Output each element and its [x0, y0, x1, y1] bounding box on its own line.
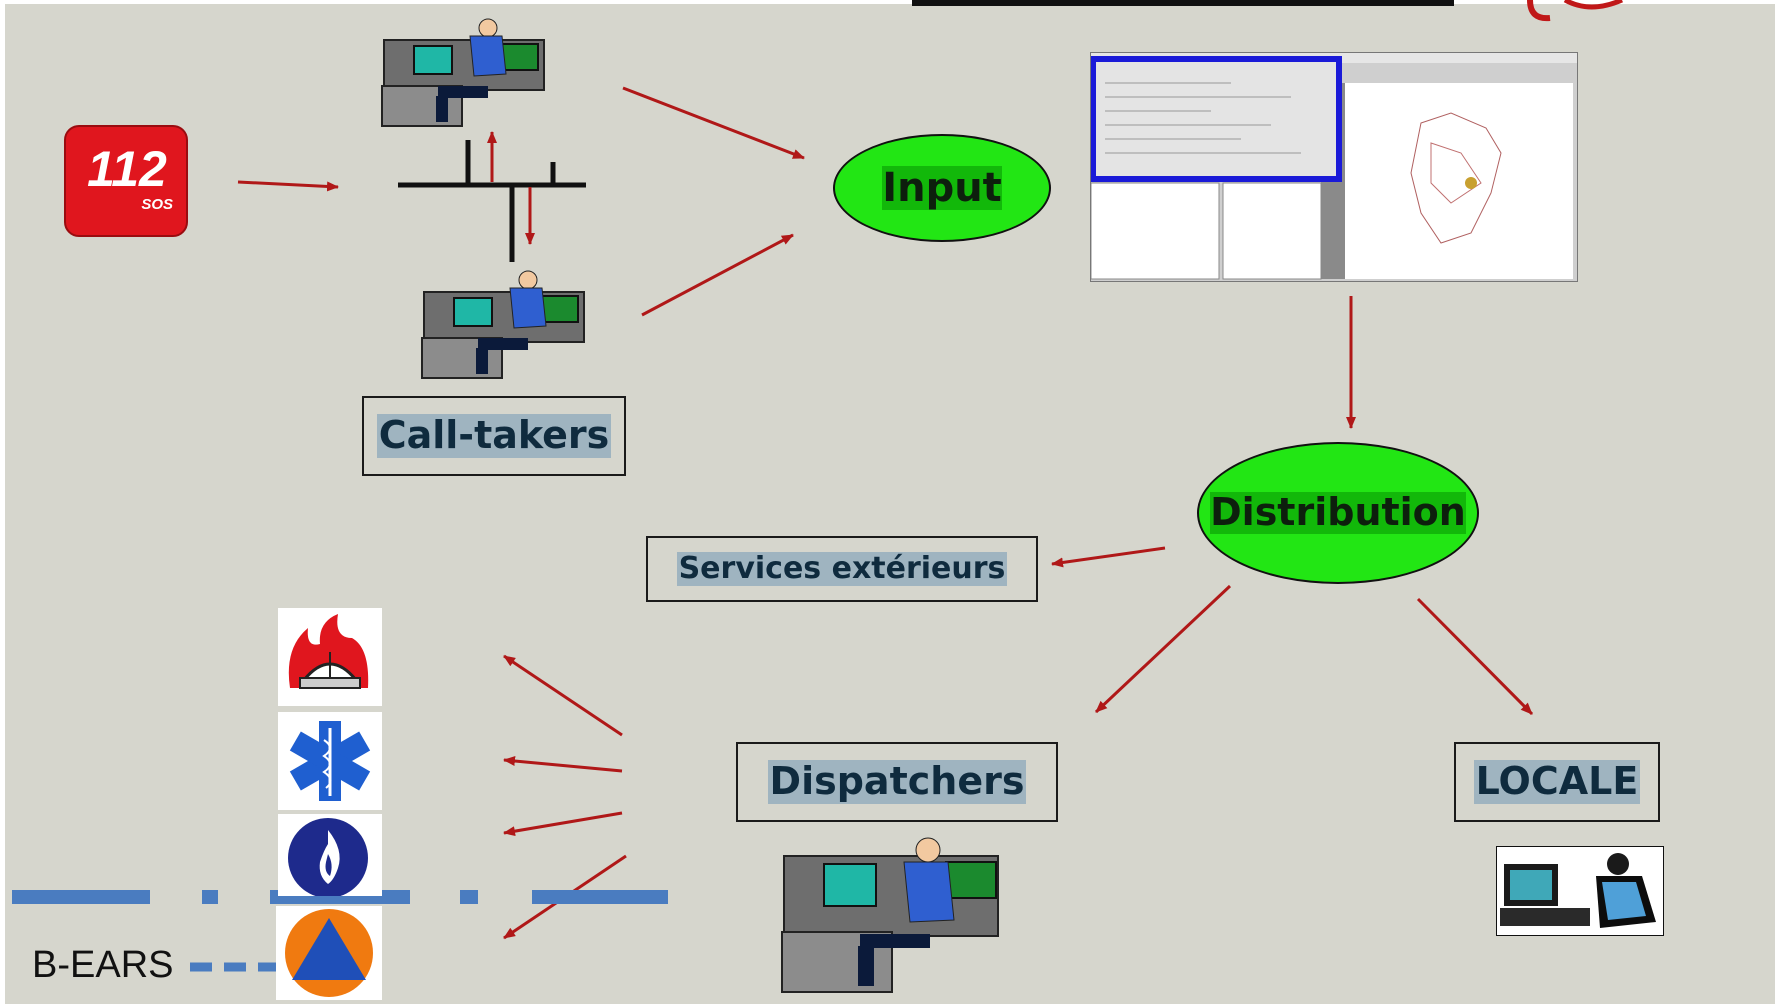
services-exterieurs-label: Services extérieurs	[676, 550, 1008, 587]
operator-icon	[381, 18, 545, 127]
locale-label: LOCALE	[1473, 759, 1641, 804]
dispatchers-label: Dispatchers	[767, 759, 1027, 804]
screen-capture-icon	[1090, 52, 1578, 282]
logo-112-subtext: SOS	[141, 196, 173, 213]
input-node: Input	[833, 134, 1051, 242]
star-of-life-icon	[278, 712, 382, 810]
dispatcher-operator-icon	[781, 837, 999, 993]
police-icon	[278, 814, 382, 898]
operator-icon	[421, 270, 585, 379]
logo-112-number: 112	[87, 141, 167, 197]
dispatchers-box: Dispatchers	[736, 742, 1058, 822]
civil-protection-icon	[276, 906, 382, 1000]
locale-box: LOCALE	[1454, 742, 1660, 822]
call-takers-label: Call-takers	[376, 413, 612, 458]
top-black-bar	[912, 0, 1454, 6]
input-label: Input	[882, 165, 1002, 211]
logo-112-icon: 112 SOS	[63, 124, 189, 238]
bears-label: B-EARS	[32, 944, 174, 986]
fire-brigade-icon	[278, 608, 382, 706]
distribution-node: Distribution	[1197, 442, 1479, 584]
computer-user-icon	[1496, 846, 1664, 936]
call-takers-box: Call-takers	[362, 396, 626, 476]
partial-logo-icon	[1527, 0, 1624, 22]
distribution-label: Distribution	[1210, 490, 1466, 535]
services-exterieurs-box: Services extérieurs	[646, 536, 1038, 602]
